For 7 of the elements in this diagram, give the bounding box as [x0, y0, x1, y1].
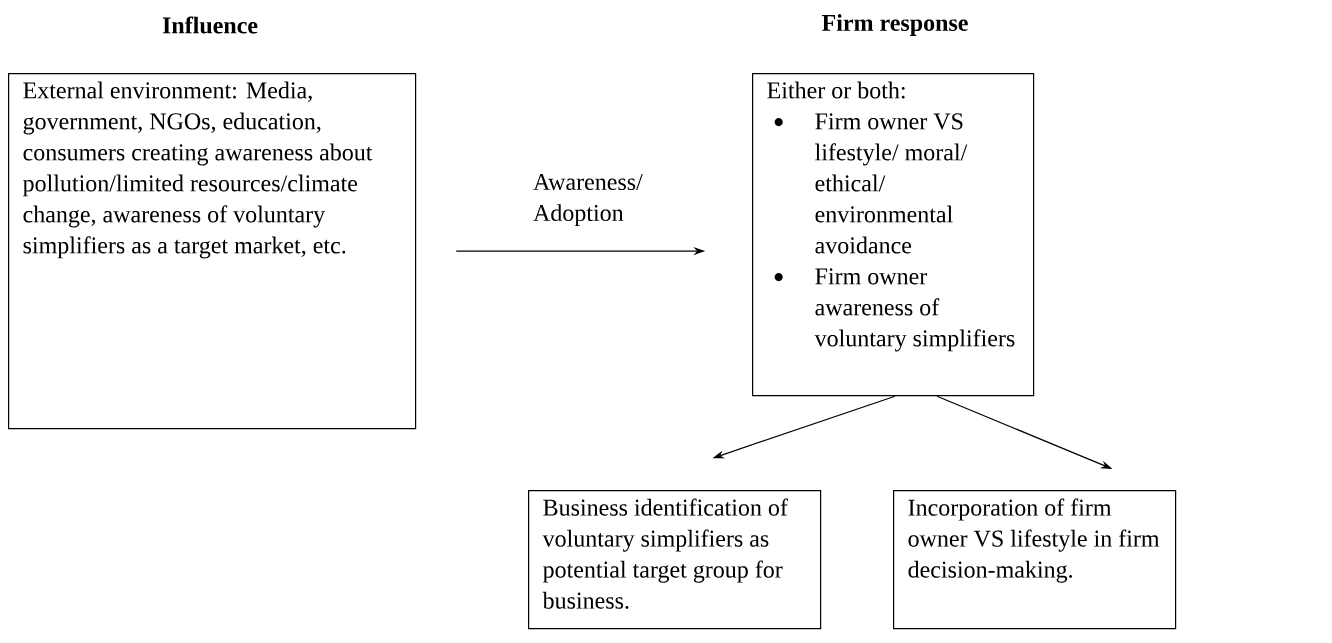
text-box: Incorporation of firm owner VS lifestyle in firm decision-making.	[893, 490, 1177, 630]
heading: Influence	[162, 16, 258, 34]
text-box: Either or both: Firm owner VS lifestyle/ moral/ ethical/ environmental avoidance Firm owner awareness of voluntary simplifiers	[752, 73, 1035, 397]
text-box: External environment: Media, government, NGOs, education, consumers creating awareness about pollution/limited resources/climate change, awareness of voluntary simplifiers as a target market, etc.	[8, 73, 417, 430]
text-box: Business identification of voluntary simplifiers as potential target group for business.	[528, 490, 822, 630]
heading: Firm response	[822, 14, 968, 36]
edge-label: Awareness/ Adoption	[533, 174, 643, 226]
